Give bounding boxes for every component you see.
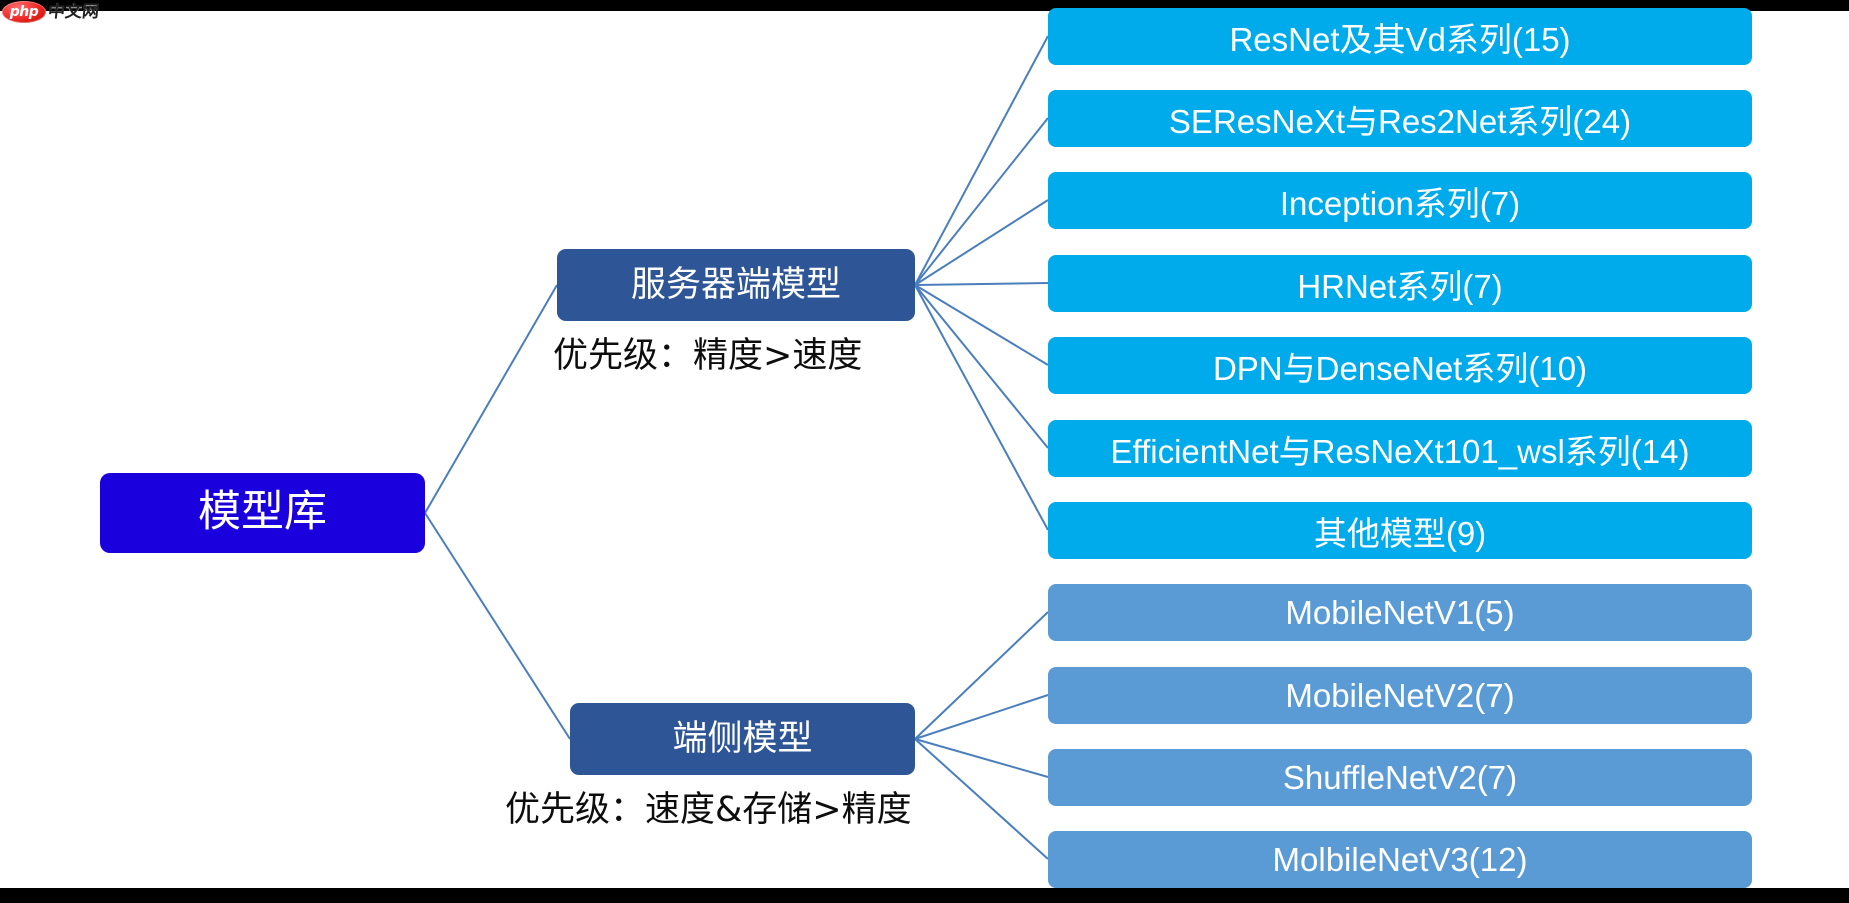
letterbox-bottom <box>0 888 1849 903</box>
leaf-mobilenetv2[interactable]: MobileNetV2(7) <box>1048 667 1752 724</box>
caption-server-priority: 优先级：精度>速度 <box>553 336 863 376</box>
leaf-inception-series[interactable]: Inception系列(7) <box>1048 172 1752 229</box>
link-root-to-mobile <box>424 512 571 740</box>
leaf-shufflenetv2[interactable]: ShuffleNetV2(7) <box>1048 749 1752 806</box>
link-server-leaf-6 <box>914 284 1049 449</box>
leaf-other-models[interactable]: 其他模型(9) <box>1048 502 1752 559</box>
watermark-php-chinese-net: php 中文网 <box>2 1 101 23</box>
link-root-to-server <box>424 284 558 514</box>
node-model-library[interactable]: 模型库 <box>100 473 425 553</box>
link-server-leaf-1 <box>914 35 1049 286</box>
link-mobile-leaf-3 <box>914 738 1049 778</box>
leaf-seresnext-res2net-series[interactable]: SEResNeXt与Res2Net系列(24) <box>1048 90 1752 147</box>
leaf-hrnet-series[interactable]: HRNet系列(7) <box>1048 255 1752 312</box>
watermark-site-label: 中文网 <box>46 2 101 22</box>
letterbox-top <box>0 0 1849 11</box>
php-logo-icon: php <box>2 1 46 23</box>
link-server-leaf-7 <box>914 284 1049 531</box>
leaf-mobilenetv3[interactable]: MolbileNetV3(12) <box>1048 831 1752 888</box>
link-server-leaf-5 <box>914 284 1049 366</box>
node-server-side-model[interactable]: 服务器端模型 <box>557 249 915 321</box>
link-server-leaf-3 <box>914 199 1049 286</box>
link-server-leaf-2 <box>914 117 1049 286</box>
link-server-leaf-4 <box>914 282 1049 286</box>
leaf-dpn-densenet-series[interactable]: DPN与DenseNet系列(10) <box>1048 337 1752 394</box>
link-mobile-leaf-2 <box>914 694 1049 740</box>
leaf-efficientnet-resnext101wsl-series[interactable]: EfficientNet与ResNeXt101_wsl系列(14) <box>1048 420 1752 477</box>
leaf-mobilenetv1[interactable]: MobileNetV1(5) <box>1048 584 1752 641</box>
link-mobile-leaf-4 <box>914 738 1049 860</box>
leaf-resnet-vd-series[interactable]: ResNet及其Vd系列(15) <box>1048 8 1752 65</box>
node-device-side-model[interactable]: 端侧模型 <box>570 703 915 775</box>
caption-mobile-priority: 优先级：速度&存储>精度 <box>505 790 912 830</box>
link-mobile-leaf-1 <box>914 611 1049 740</box>
